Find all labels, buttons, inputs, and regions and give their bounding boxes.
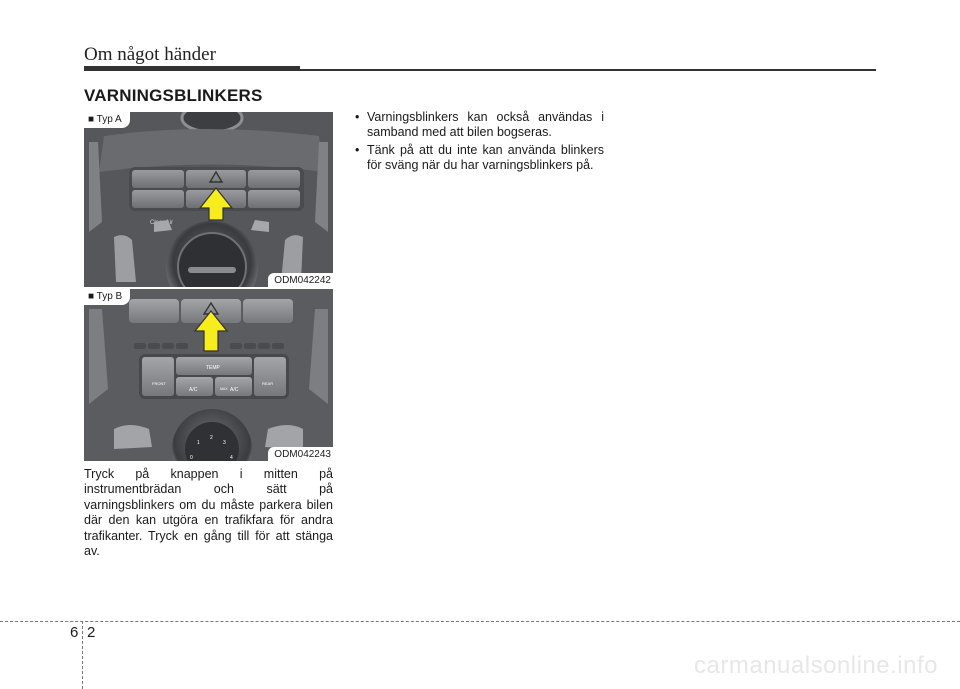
- panel-max-label: MAX: [220, 387, 228, 391]
- note-turn-signals: Tänk på att du inte kan använda blinkers…: [352, 143, 604, 174]
- watermark: carmanualsonline.info: [694, 652, 938, 679]
- chapter-number: 6: [70, 624, 79, 641]
- figure-b-type-label: ■ Typ B: [84, 289, 131, 305]
- note-towing: Varningsblinkers kan också användas i sa…: [352, 110, 604, 141]
- header-rule-thick: [84, 66, 300, 71]
- notes-list: Varningsblinkers kan också användas i sa…: [352, 110, 604, 176]
- dial-label-0: 0: [190, 455, 193, 461]
- panel-rear-label: REAR: [262, 381, 273, 386]
- chapter-header-title: Om något händer: [84, 44, 216, 65]
- panel-ac-right-label: A/C: [230, 387, 239, 393]
- panel-ac-left-label: A/C: [189, 387, 198, 393]
- footer-rule: [0, 621, 960, 622]
- dashboard-illustration-b: FRONT TEMP A/C MAX A/C REAR 0 1 2 3 4: [84, 289, 333, 461]
- hazard-arrow-a: [198, 187, 234, 221]
- panel-front-label: FRONT: [152, 381, 166, 386]
- dashboard-illustration-a: CleanAir: [84, 112, 333, 287]
- footer-vertical-rule: [82, 621, 83, 689]
- panel-temp-label: TEMP: [206, 365, 221, 371]
- figure-type-b: FRONT TEMP A/C MAX A/C REAR 0 1 2 3 4 ■ …: [84, 289, 333, 461]
- figure-b-code: ODM042243: [268, 447, 333, 461]
- hazard-instructions-paragraph: Tryck på knappen i mitten på instrumentb…: [84, 467, 333, 559]
- page-number: 2: [87, 624, 96, 641]
- figure-a-type-label: ■ Typ A: [84, 112, 130, 128]
- dial-label-3: 3: [223, 440, 226, 446]
- hazard-arrow-b: [193, 310, 229, 352]
- dial-label-4: 4: [230, 455, 233, 461]
- section-title: VARNINGSBLINKERS: [84, 86, 263, 105]
- dial-label-1: 1: [197, 440, 200, 446]
- figure-type-a: CleanAir ■ Typ A ODM042242: [84, 112, 333, 287]
- figure-a-code: ODM042242: [268, 273, 333, 287]
- dial-label-2: 2: [210, 435, 213, 441]
- header-rule-thin: [300, 69, 876, 71]
